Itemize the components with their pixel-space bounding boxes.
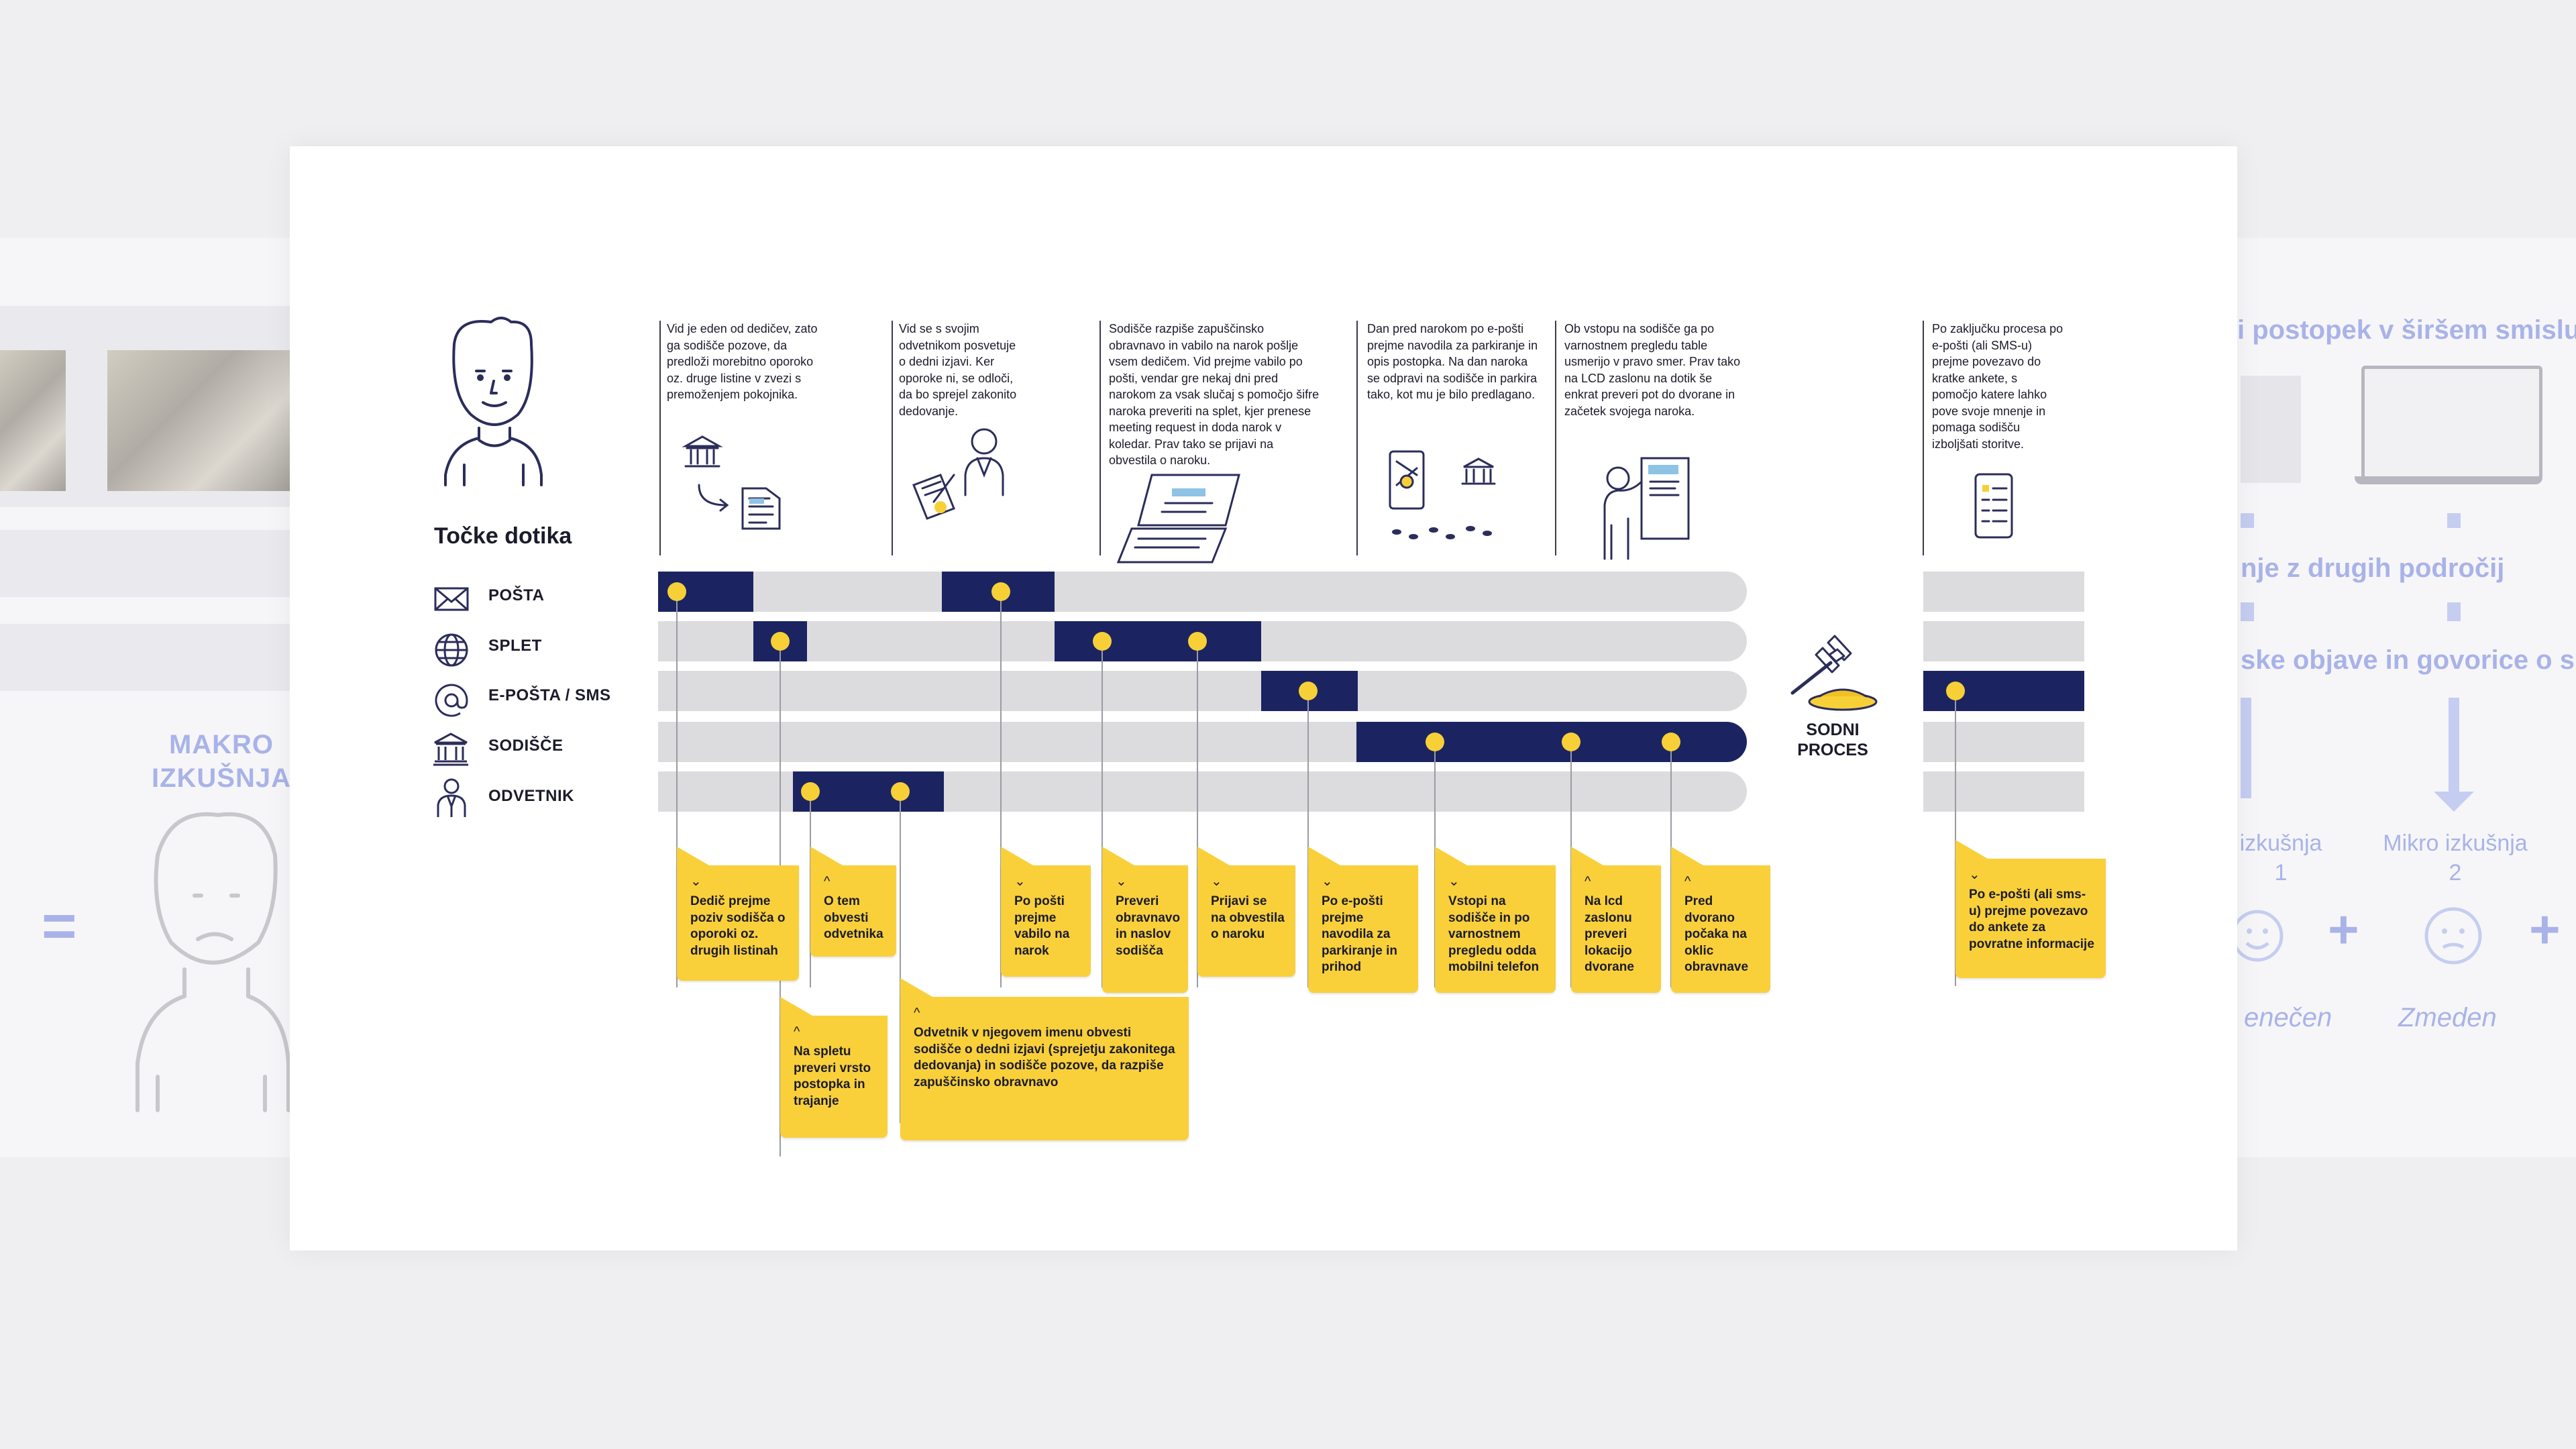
stage-divider xyxy=(659,321,661,555)
gavel-icon xyxy=(1790,635,1878,711)
mood-label-1: enečen xyxy=(2244,1003,2332,1032)
channel-label-posta: POŠTA xyxy=(488,586,545,604)
plus-sign-2: + xyxy=(2529,900,2561,959)
track-eposta-sms xyxy=(658,671,1747,711)
sticky-note: ^Na spletu preveri vrsto postopka in tra… xyxy=(780,997,888,1138)
phone-map-icon xyxy=(1389,450,1496,539)
touchpoint-dot xyxy=(1299,682,1318,700)
touchpoint-dot xyxy=(801,782,820,801)
courthouse-icon xyxy=(433,733,468,766)
stage-divider xyxy=(1555,321,1556,555)
laptop-icon xyxy=(1116,474,1240,564)
touchpoint-dot xyxy=(667,582,686,601)
stage-description-5: Ob vstopu na sodišče ga po varnostnem pr… xyxy=(1564,322,1741,418)
track-sodisce-after xyxy=(1923,722,2084,762)
sticky-note: ⌄Po e-pošti prejme navodila za parkiranj… xyxy=(1308,847,1418,993)
background-photo-2 xyxy=(107,350,290,491)
touchpoint-dot xyxy=(891,782,910,801)
left-background-row-2 xyxy=(0,624,290,691)
lawyer-icon xyxy=(437,778,466,817)
right-slide-row-1: nje z drugih področij xyxy=(2241,553,2505,583)
stage-divider xyxy=(1923,321,1924,555)
sticky-note: ^Pred dvorano počaka na oklic obravnave xyxy=(1671,847,1770,993)
right-connector-2 xyxy=(2447,513,2461,528)
right-slide-row-2: ske objave in govorice o s xyxy=(2241,645,2575,675)
stage-description-2: Vid se s svojim odvetnikom posvetuje o d… xyxy=(899,322,1017,418)
at-icon xyxy=(435,684,468,717)
track-splet-after xyxy=(1923,621,2084,661)
mail-icon xyxy=(434,587,469,611)
right-arrow-1 xyxy=(2241,698,2251,798)
mood-label-2: Zmeden xyxy=(2398,1003,2497,1032)
sticky-note: ^Odvetnik v njegovem imenu obvesti sodiš… xyxy=(900,978,1189,1140)
sticky-note: ⌄Po e-pošti (ali sms-u) prejme povezavo … xyxy=(1955,840,2106,978)
track-odvetnik-after xyxy=(1923,771,2084,812)
stage-description-1: Vid je eden od dedičev, zato ga sodišče … xyxy=(667,322,818,401)
court-letter-icon xyxy=(682,435,781,530)
right-arrow-2 xyxy=(2449,698,2459,798)
customer-journey-card: Točke dotika POŠTA SPLET E-POŠTA / SMS S… xyxy=(290,146,2237,1250)
segment-splet-2 xyxy=(1055,621,1261,661)
connector-line xyxy=(1102,641,1103,987)
confused-person-illustration xyxy=(136,812,290,1112)
touchpoint-dot xyxy=(1426,733,1444,751)
stage-description-6: Po zaključku procesa po e-pošti (ali SMS… xyxy=(1932,322,2063,451)
sticky-note: ^O tem obvesti odvetnika xyxy=(810,847,896,957)
globe-icon xyxy=(435,633,468,667)
touchpoint-dot xyxy=(1662,733,1680,751)
touchscreen-icon xyxy=(1603,457,1690,560)
survey-phone-icon xyxy=(1974,473,2013,539)
sticky-note: ⌄Preveri obravnavo in naslov sodišča xyxy=(1102,847,1188,993)
connector-line xyxy=(1197,641,1198,987)
connector-line xyxy=(900,792,901,1123)
right-laptop-thumbnail xyxy=(2355,366,2542,486)
connector-line xyxy=(1955,691,1956,986)
sticky-note: ⌄Prijavi se na obvestila o naroku xyxy=(1197,847,1295,977)
court-process-label: SODNI PROCES xyxy=(1797,720,1868,759)
touchpoint-dot xyxy=(991,582,1010,601)
right-slide-title: i postopek v širšem smislu xyxy=(2237,315,2576,345)
confused-face-icon xyxy=(2424,907,2482,965)
channel-label-eposta-sms: E-POŠTA / SMS xyxy=(488,686,611,704)
track-posta-after xyxy=(1923,572,2084,612)
channel-label-odvetnik: ODVETNIK xyxy=(488,787,575,805)
left-background-row-1 xyxy=(0,530,290,597)
connector-line xyxy=(1000,592,1002,987)
stage-description-3: Sodišče razpiše zapuščinsko obravnavo in… xyxy=(1109,322,1320,467)
channel-label-splet: SPLET xyxy=(488,637,542,655)
segment-sodisce-1 xyxy=(1356,722,1747,762)
right-connector-4 xyxy=(2447,602,2461,621)
sticky-note: ⌄Dedič prejme poziv sodišča o oporoki oz… xyxy=(677,847,799,981)
touchpoint-dot xyxy=(1093,632,1112,651)
touchpoint-dot xyxy=(771,632,790,651)
stage-divider xyxy=(1099,321,1101,555)
lawyer-document-icon xyxy=(912,428,1004,520)
equals-sign: = xyxy=(42,893,77,960)
right-connector-3 xyxy=(2241,602,2254,621)
smiley-face-icon xyxy=(2231,910,2284,962)
sticky-note: ⌄Po pošti prejme vabilo na narok xyxy=(1001,847,1091,977)
track-posta xyxy=(658,572,1747,612)
sticky-note: ⌄Vstopi na sodišče in po varnostnem preg… xyxy=(1435,847,1556,993)
stage-divider xyxy=(1356,321,1358,555)
connector-line xyxy=(1307,691,1309,987)
background-photo-1 xyxy=(0,350,66,491)
persona-illustration xyxy=(444,317,543,486)
right-document-thumbnail xyxy=(2241,376,2301,483)
macro-experience-heading: MAKRO IZKUŠNJA xyxy=(151,730,292,793)
touchpoints-heading: Točke dotika xyxy=(434,523,572,549)
touchpoint-dot xyxy=(1188,632,1207,651)
channel-label-sodisce: SODIŠČE xyxy=(488,737,564,755)
sticky-note: ^Na lcd zaslonu preveri lokacijo dvorane xyxy=(1571,847,1661,993)
touchpoint-dot xyxy=(1946,682,1965,700)
connector-line xyxy=(676,592,678,987)
plus-sign-1: + xyxy=(2328,900,2359,959)
right-connector-1 xyxy=(2241,513,2254,528)
stage-divider xyxy=(892,321,893,555)
stage-description-4: Dan pred narokom po e-pošti prejme navod… xyxy=(1367,322,1538,401)
touchpoint-dot xyxy=(1562,733,1580,751)
